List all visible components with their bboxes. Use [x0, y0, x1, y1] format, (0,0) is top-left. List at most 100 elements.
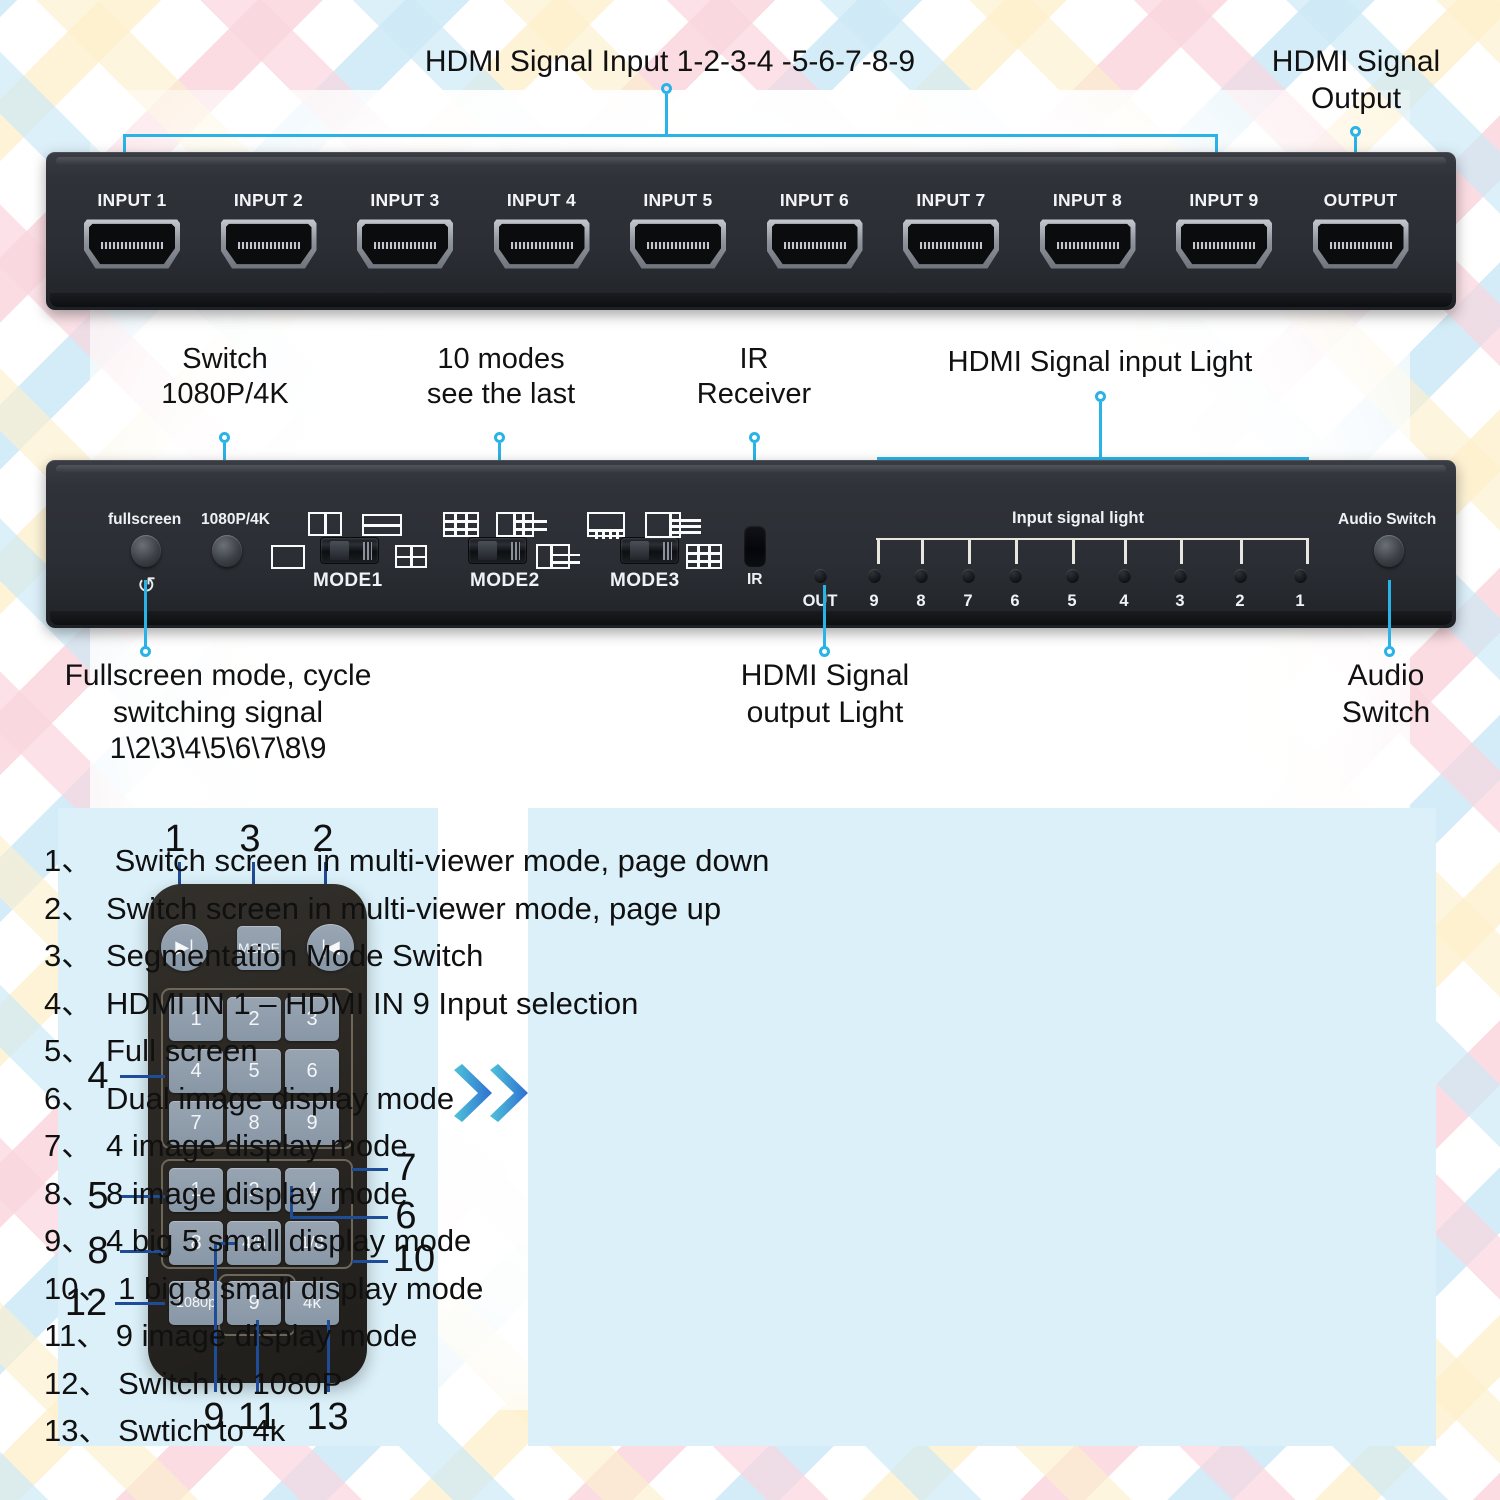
legend-item-text: Segmentation Mode Switch [106, 938, 484, 973]
mode2-label: MODE2 [470, 570, 540, 591]
remote-callout-5: 5 [87, 1175, 109, 1217]
remote-key-input-1[interactable]: 1 [169, 997, 223, 1041]
remote-key-quad[interactable]: 4 [285, 1168, 339, 1212]
remote-key-input-5[interactable]: 5 [227, 1049, 281, 1093]
port-label-input-9: INPUT 9 [1189, 190, 1259, 210]
legend-item-text: Swtich to 4k [109, 1413, 286, 1448]
hdmi-port-input-1[interactable] [84, 218, 180, 270]
front-output-annotation: HDMI Signal Output [1271, 45, 1441, 115]
remote-key-four-big-five-small[interactable]: 4/5 [227, 1221, 281, 1265]
remote-key-input-7[interactable]: 7 [169, 1101, 223, 1145]
audio-switch-button[interactable] [1374, 535, 1404, 567]
port-pins [510, 242, 573, 250]
remote-key-input-9[interactable]: 9 [285, 1101, 339, 1145]
remote-callout-12: 12 [64, 1282, 108, 1324]
mode-icon-big-top-strip-bottom [587, 512, 625, 539]
legend-item-8: 8、8 image display mode [44, 1168, 408, 1213]
audio-switch-label: Audio Switch [1338, 511, 1437, 528]
modes-dot [494, 432, 505, 443]
legend-item-9: 9、4 big 5 small display mode [44, 1215, 471, 1260]
hdmi-port-input-2[interactable] [220, 218, 317, 270]
remote-key-input-8[interactable]: 8 [227, 1101, 281, 1145]
remote-callout-10: 10 [392, 1238, 436, 1280]
double-chevron-right-icon [454, 1064, 528, 1122]
legend-item-number: 1、 [44, 843, 93, 878]
legend-item-text: HDMI IN 1 – HDMI IN 9 Input selection [106, 985, 639, 1021]
input-light-leader-stem [1099, 402, 1102, 459]
led-9 [868, 569, 881, 583]
legend-item-3: 3、 Segmentation Mode Switch [44, 930, 483, 975]
resolution-label: 1080P/4K [201, 511, 270, 528]
hdmi-port-input-7[interactable] [903, 218, 999, 270]
fullscreen-button[interactable] [131, 535, 161, 567]
legend-item-number: 7、 [44, 1128, 93, 1163]
ir-receiver-window [744, 525, 766, 567]
hdmi-port-input-8[interactable] [1039, 218, 1136, 270]
remote-key-input-3[interactable]: 3 [285, 997, 339, 1041]
remote-key-one-big-eight-small[interactable]: 1/8 [285, 1221, 339, 1265]
legend-panel [528, 808, 1436, 1446]
legend-item-number: 3、 [44, 938, 93, 973]
remote-key-input-4[interactable]: 4 [169, 1049, 223, 1093]
port-pins [374, 242, 436, 250]
remote-callout-7-leader [352, 1168, 388, 1171]
hdmi-port-input-9[interactable] [1176, 218, 1272, 270]
bracket-tick-3 [1180, 538, 1183, 564]
fullscreen-annotation-leader [144, 580, 147, 648]
legend-item-text: 9 image display mode [107, 1318, 418, 1353]
mode3-switch[interactable] [620, 537, 679, 564]
hdmi-port-input-3[interactable] [357, 218, 453, 270]
remote-next-button[interactable]: ▶| [161, 924, 208, 971]
remote-callout-9-leader-h [214, 1242, 236, 1245]
remote-callout-4: 4 [87, 1055, 109, 1097]
led-label-9: 9 [869, 592, 879, 610]
port-cavity [362, 223, 448, 265]
remote-key-dual[interactable]: 2 [227, 1168, 281, 1212]
remote-key-4k[interactable]: 4k [285, 1281, 339, 1325]
port-pins [237, 242, 300, 250]
mode1-switch[interactable] [320, 537, 379, 564]
port-label-input-2: INPUT 2 [233, 190, 304, 210]
led-label-3: 3 [1175, 592, 1185, 610]
led-3 [1174, 569, 1187, 583]
mode2-switch[interactable] [468, 537, 527, 564]
port-cavity [1317, 223, 1404, 265]
hdmi-port-input-5[interactable] [630, 218, 726, 270]
bracket-tick-7 [968, 538, 971, 564]
legend-item-number: 5、 [44, 1033, 93, 1068]
remote-key-input-2[interactable]: 2 [227, 997, 281, 1041]
hdmi-port-output[interactable] [1312, 218, 1409, 270]
mode-icon-nine-grid-2 [686, 544, 722, 569]
mode1-label: MODE1 [313, 570, 383, 591]
legend-item-text: 4 image display mode [106, 1128, 408, 1163]
remote-key-nine-image[interactable]: 9 [227, 1281, 281, 1325]
legend-item-text: Dual image display mode [106, 1080, 455, 1116]
port-cavity [635, 223, 721, 265]
mode-icon-dual-horizontal [362, 514, 402, 536]
back-panel-top-edge [56, 465, 1446, 473]
led-4 [1118, 569, 1131, 583]
led-6 [1009, 569, 1022, 583]
remote-prev-button[interactable]: |◀ [307, 924, 354, 971]
input-signal-light-label: Input signal light [1012, 509, 1144, 527]
audio-switch-annotation: Audio Switch [1341, 659, 1431, 729]
remote-callout-8-leader [120, 1250, 165, 1253]
resolution-button[interactable] [212, 535, 242, 567]
legend-item-text: Switch screen in multi-viewer mode, page… [106, 843, 770, 878]
legend-item-text: Full screen [106, 1033, 258, 1068]
mode3-label: MODE3 [610, 570, 680, 591]
led-8 [915, 569, 928, 583]
hdmi-port-input-4[interactable] [493, 218, 590, 270]
remote-key-input-6[interactable]: 6 [285, 1049, 339, 1093]
remote-key-fullscreen[interactable]: 1 [169, 1168, 223, 1212]
remote-callout-9-leader-v [214, 1242, 217, 1392]
legend-item-11: 11、 9 image display mode [44, 1310, 417, 1355]
legend-item-6: 6、Dual image display mode [44, 1073, 454, 1118]
led-5 [1066, 569, 1079, 583]
front-panel-top-edge [56, 157, 1446, 165]
remote-mode-button[interactable]: MODE [237, 926, 281, 970]
led-label-2: 2 [1235, 592, 1245, 610]
port-label-input-6: INPUT 6 [779, 190, 850, 210]
hdmi-port-input-6[interactable] [766, 218, 863, 270]
mode-icon-nine-grid [443, 512, 479, 537]
